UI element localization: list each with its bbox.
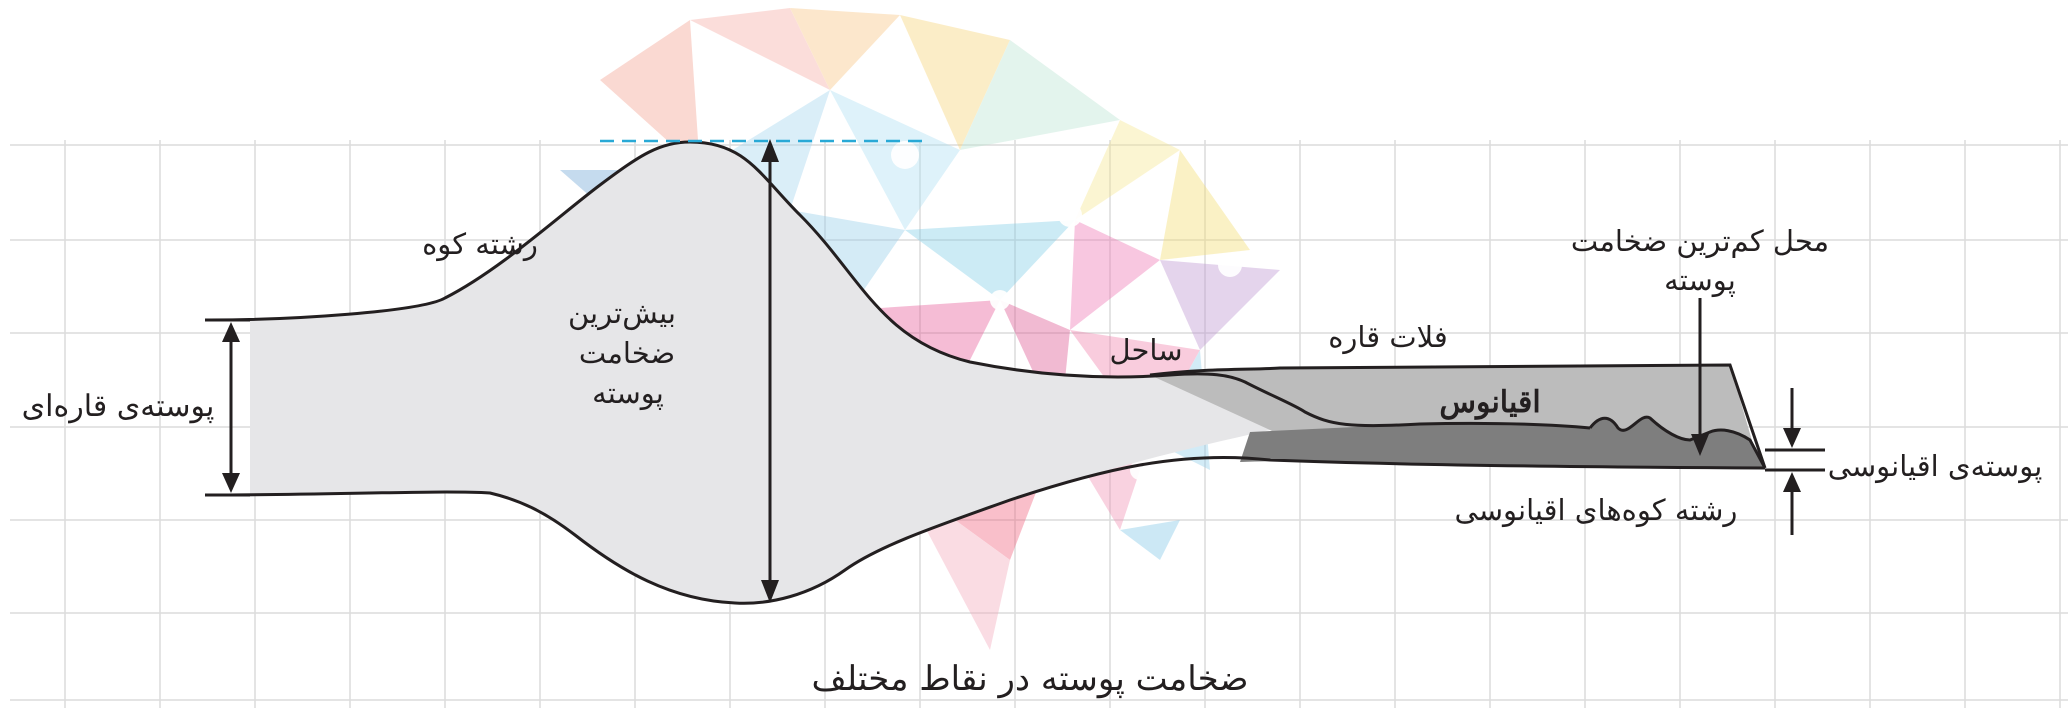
diagram-caption: ضخامت پوسته در نقاط مختلف bbox=[812, 659, 1249, 699]
max-thickness-label-line1: بیش‌ترین bbox=[568, 296, 676, 331]
continental-shelf-label: فلات قاره bbox=[1328, 320, 1448, 355]
min-thickness-label-line1: محل کم‌ترین ضخامت bbox=[1571, 224, 1829, 259]
oceanic-crust bbox=[1240, 417, 1765, 469]
min-thickness-arrow bbox=[1691, 298, 1709, 456]
crust-outlines bbox=[204, 140, 1767, 605]
mountain-range-label: رشته کوه bbox=[422, 227, 538, 262]
mid-ocean-ridge-label: رشته کوه‌های اقیانوسی bbox=[1455, 493, 1738, 528]
min-thickness-label-line2: پوسته bbox=[1664, 263, 1736, 298]
max-thickness-arrow bbox=[761, 139, 779, 603]
oceanic-thickness-arrows bbox=[1765, 388, 1825, 535]
max-thickness-label-line2: ضخامت bbox=[579, 336, 675, 370]
max-thickness-label-line3: پوسته bbox=[592, 376, 664, 411]
ocean-label: اقیانوس bbox=[1439, 385, 1540, 420]
continental-thickness-arrow bbox=[205, 318, 250, 497]
continental-crust bbox=[250, 142, 1270, 604]
oceanic-crust-label: پوسته‌ی اقیانوسی bbox=[1828, 449, 2043, 484]
continental-crust-label: پوسته‌ی قاره‌ای bbox=[22, 389, 215, 424]
coast-label: ساحل bbox=[1109, 333, 1182, 367]
